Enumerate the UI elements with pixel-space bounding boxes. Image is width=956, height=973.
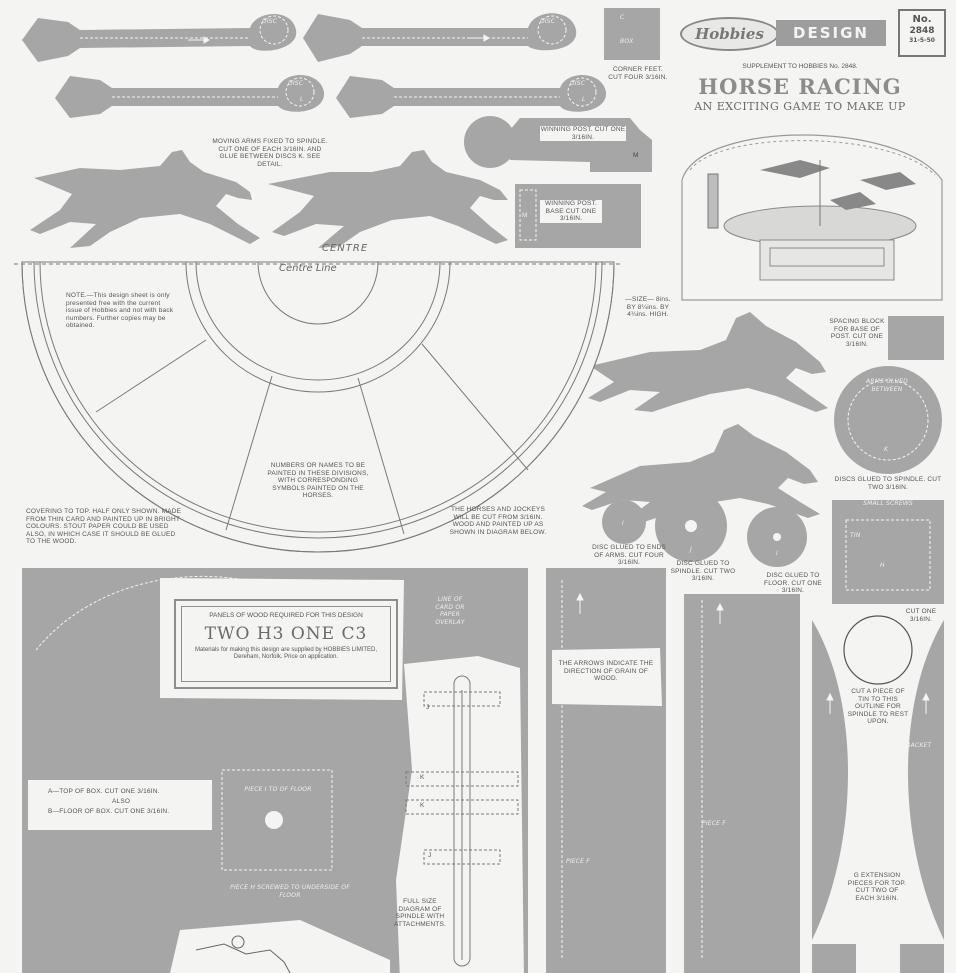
moving-arms-label: MOVING ARMS FIXED TO SPINDLE. CUT ONE OF…	[212, 138, 328, 168]
i-letter-2: I	[776, 550, 778, 557]
centre-label: CENTRE	[322, 243, 369, 254]
covering-label: COVERING TO TOP. HALF ONLY SHOWN. MADE F…	[26, 508, 182, 545]
moving-arm-1	[22, 14, 297, 62]
centre-line-label: Centre Line	[279, 263, 337, 274]
j-letter-1: J	[426, 704, 430, 711]
winning-post-base-label: WINNING POST. BASE CUT ONE 3/16in.	[540, 200, 602, 223]
extension-bottom-2	[900, 944, 944, 973]
extension-left	[812, 620, 848, 940]
size-label: —SIZE— 8ins. BY 8¼ins. BY 4¼ins. HIGH.	[625, 296, 671, 318]
horse-top-2	[268, 150, 508, 248]
disc-label-4: DISC	[570, 80, 586, 87]
disc-label-1: DISC	[262, 18, 278, 25]
line-card-label: LINE OF CARD OR PAPER OVERLAY	[435, 596, 465, 626]
floor-of-box-label: B—FLOOR OF BOX. CUT ONE 3/16in.	[48, 808, 170, 815]
l-label-1: L	[300, 96, 304, 103]
page-title: HORSE RACING	[698, 74, 902, 99]
bracket-label: BRACKET	[902, 742, 932, 749]
l-label-2: L	[582, 96, 586, 103]
extension-bottom-1	[812, 944, 856, 973]
panels-required-box: PANELS OF WOOD REQUIRED FOR THIS DESIGN …	[174, 599, 398, 689]
horses-jockeys-label: THE HORSES AND JOCKEYS WILL BE CUT FROM …	[449, 506, 547, 536]
numbers-names-label: NUMBERS OR NAMES TO BE PAINTED IN THESE …	[267, 462, 369, 499]
corner-feet-label: CORNER FEET. CUT FOUR 3/16in.	[608, 66, 668, 81]
i-letter-1: I	[622, 520, 624, 527]
top-of-box-label: A—TOP OF BOX. CUT ONE 3/16in.	[48, 788, 160, 795]
winning-post-disc	[464, 116, 516, 168]
panels-list: TWO H3 ONE C3	[204, 624, 368, 644]
tin-piece-h	[832, 500, 944, 604]
piece-to-floor-label: PIECE I TO OF FLOOR	[244, 786, 312, 793]
moving-arm-3	[55, 74, 325, 118]
design-label: DESIGN	[776, 20, 886, 46]
horse-right-2	[582, 424, 820, 522]
h-letter: H	[880, 562, 885, 569]
arms-disc	[834, 366, 942, 474]
piece-f-label-2: PIECE F	[702, 820, 726, 827]
corner-feet-box	[604, 8, 660, 60]
k-letter-2: K	[420, 802, 425, 809]
k-letter-disc: K	[884, 446, 889, 453]
extension-right	[908, 620, 944, 940]
brand: Hobbies	[695, 25, 764, 43]
piece-c-letter: C	[620, 14, 625, 21]
hobbies-logo: Hobbies	[680, 17, 779, 51]
extension-label: G EXTENSION PIECES FOR TOP. CUT TWO OF E…	[846, 872, 908, 902]
disc-floor-label: DISC GLUED TO FLOOR. CUT ONE 3/16in.	[764, 572, 822, 594]
disc-label-3: DISC	[288, 80, 304, 87]
arrows-label: THE ARROWS INDICATE THE DIRECTION OF GRA…	[558, 660, 654, 682]
winning-post-label: WINNING POST. CUT ONE 3/16in.	[540, 126, 626, 141]
design-date: 31-5-50	[909, 37, 935, 44]
m-letter-1: M	[633, 152, 639, 159]
j-letter-disc: J	[690, 546, 692, 553]
materials-note: Materials for making this design are sup…	[194, 647, 378, 660]
j-letter-2: J	[428, 852, 432, 859]
disc-spindle-label: DISC GLUED TO SPINDLE. CUT TWO 3/16in.	[670, 560, 736, 582]
spindle-label: FULL SIZE DIAGRAM OF SPINDLE WITH ATTACH…	[394, 898, 446, 928]
piece-f-label-1: PIECE F	[566, 858, 590, 865]
note-text: NOTE.—This design sheet is only presente…	[66, 292, 174, 329]
horse-top-1	[30, 150, 260, 248]
disc-arms-label: DISC GLUED TO ENDS OF ARMS. CUT FOUR 3/1…	[592, 544, 666, 566]
moving-arm-4	[336, 74, 607, 118]
design-number: 2848	[909, 26, 935, 36]
piece-f-right	[684, 594, 800, 973]
disc-arms-end	[602, 500, 646, 544]
m-letter-2: M	[522, 212, 528, 219]
piece-f-left	[546, 568, 666, 973]
piece-h-label: PIECE H SCREWED TO UNDERSIDE OF FLOOR	[230, 884, 350, 899]
cut-one-label: CUT ONE 3/16in.	[905, 608, 937, 623]
box-pieces-label: A—TOP OF BOX. CUT ONE 3/16in. ALSO B—FLO…	[28, 780, 212, 830]
supplement-line: SUPPLEMENT TO HOBBIES No. 2848.	[742, 63, 858, 70]
box-label: BOX	[620, 38, 634, 45]
tin-label: TIN	[850, 532, 861, 539]
horse-right-1	[588, 312, 828, 412]
panels-heading: PANELS OF WOOD REQUIRED FOR THIS DESIGN	[209, 612, 363, 619]
disc-label-2: DISC	[540, 18, 556, 25]
number-label: No.	[912, 14, 932, 25]
spacing-block-label: SPACING BLOCK FOR BASE OF POST. CUT ONE …	[829, 318, 885, 348]
design-number-box: No. 2848 31-5-50	[898, 9, 946, 57]
arms-glued-label: ARMS GLUED BETWEEN	[866, 378, 908, 393]
k-letter-1: K	[420, 774, 425, 781]
also-label: ALSO	[112, 798, 131, 805]
spacing-block	[888, 316, 944, 360]
tin-outline-label: CUT A PIECE OF TIN TO THIS OUTLINE FOR S…	[846, 688, 910, 726]
page-subtitle: AN EXCITING GAME TO MAKE UP	[694, 100, 906, 113]
small-screws-label: SMALL SCREWS	[863, 500, 913, 507]
discs-spindle-top-label: DISCS GLUED TO SPINDLE. CUT TWO 3/16in.	[834, 476, 942, 491]
